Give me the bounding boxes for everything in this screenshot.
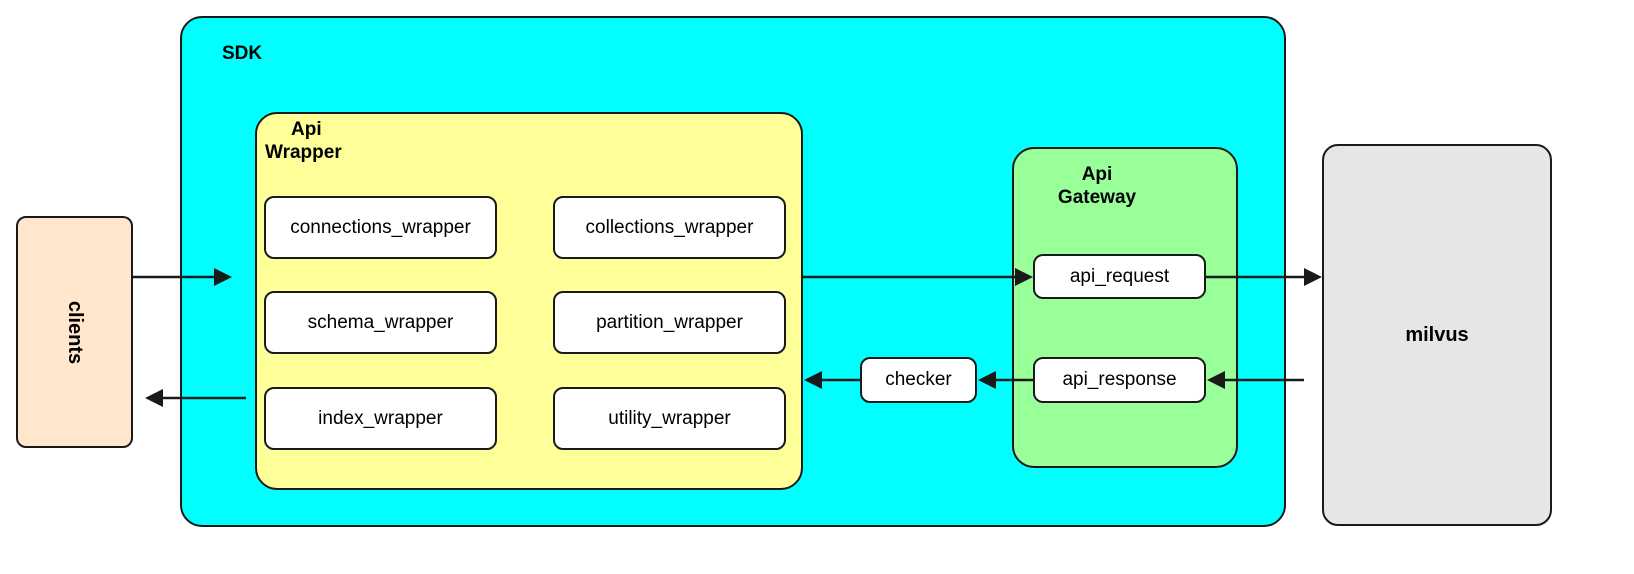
edge-clients-to-sdk (133, 268, 232, 286)
api-wrapper-label-line2: Wrapper (265, 142, 342, 163)
api-gateway-label-line1: Api (1081, 164, 1113, 185)
edge-apiwrapper-to-apirequest (803, 268, 1033, 286)
node-utility-wrapper[interactable]: utility_wrapper (553, 387, 786, 450)
node-api-response[interactable]: api_response (1033, 357, 1206, 403)
node-partition-wrapper[interactable]: partition_wrapper (553, 291, 786, 354)
node-schema-wrapper[interactable]: schema_wrapper (264, 291, 497, 354)
node-index-wrapper[interactable]: index_wrapper (264, 387, 497, 450)
edge-checker-to-apiwrapper (804, 371, 860, 389)
sdk-label: SDK (222, 43, 263, 64)
edge-apirequest-to-milvus (1206, 268, 1322, 286)
node-api-request[interactable]: api_request (1033, 254, 1206, 299)
api-gateway-label-line2: Gateway (1057, 187, 1137, 208)
node-collections-wrapper[interactable]: collections_wrapper (553, 196, 786, 259)
edge-sdk-to-clients (145, 389, 246, 407)
edge-apiresponse-to-checker (978, 371, 1033, 389)
node-clients[interactable]: clients (16, 216, 133, 448)
edge-milvus-to-apiresponse (1207, 371, 1304, 389)
node-milvus[interactable]: milvus (1322, 144, 1552, 526)
api-gateway-container (1012, 147, 1238, 468)
node-checker[interactable]: checker (860, 357, 977, 403)
node-connections-wrapper[interactable]: connections_wrapper (264, 196, 497, 259)
api-wrapper-label-line1: Api (291, 119, 322, 140)
